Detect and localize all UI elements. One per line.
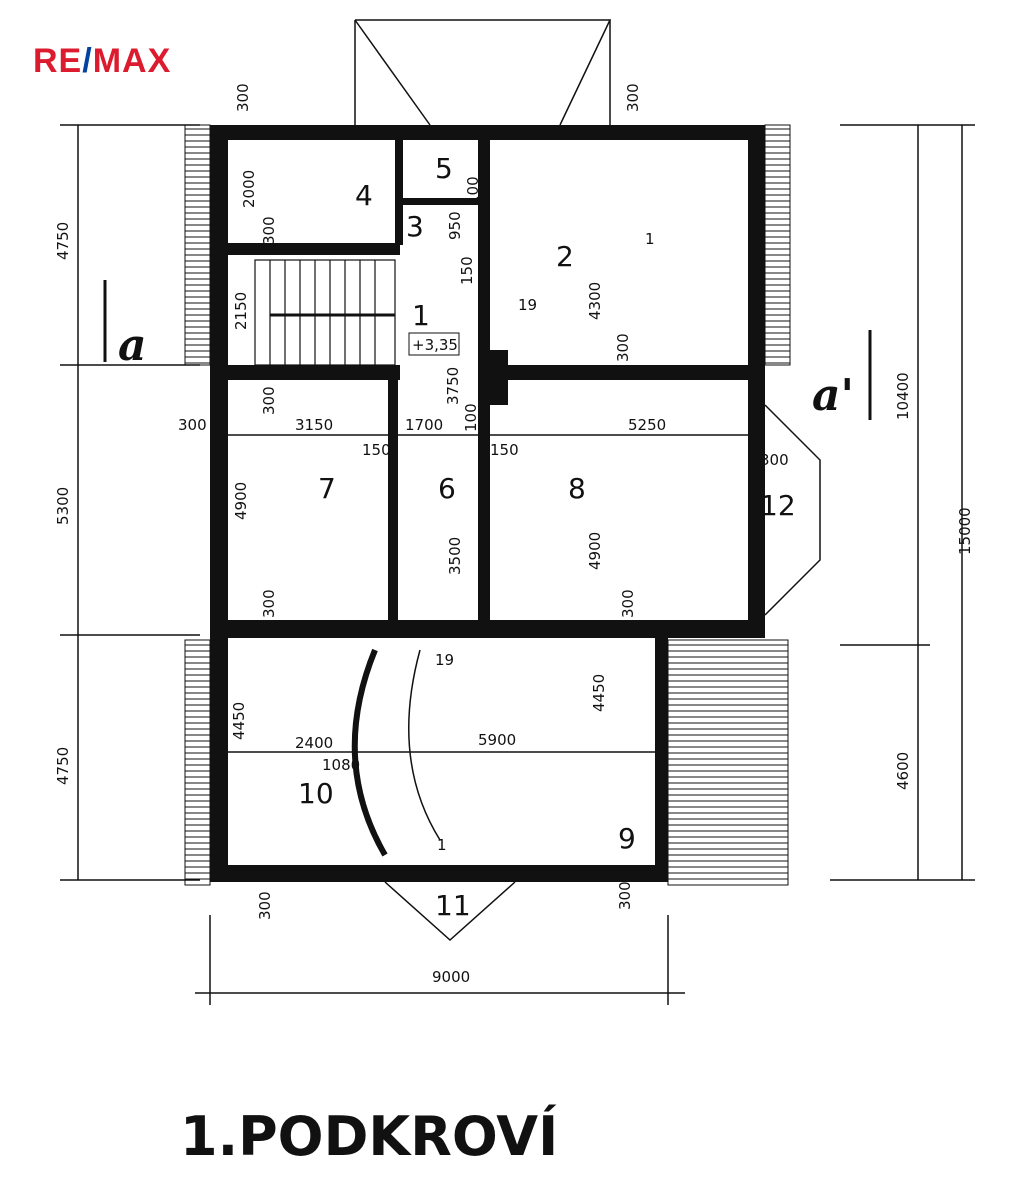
dim-label: 300: [616, 881, 634, 910]
level-label: +3,35: [412, 336, 458, 354]
dim-label: 4900: [232, 482, 250, 520]
dim-label: 300: [260, 589, 278, 618]
dim-label: 5250: [628, 416, 666, 434]
dim-label: 300: [619, 589, 637, 618]
dim-label: 4300: [586, 282, 604, 320]
dim-label: 15000: [956, 507, 974, 555]
dim-label: 19: [518, 296, 537, 314]
dim-label: 3750: [444, 367, 462, 405]
dim-label: 300: [260, 216, 278, 245]
dim-label: 10400: [894, 372, 912, 420]
dim-label: 300: [614, 333, 632, 362]
floor-title: 1.PODKROVÍ: [180, 1105, 558, 1168]
room-1: 1: [412, 299, 430, 332]
room-2: 2: [556, 240, 574, 273]
dim-label: 5300: [54, 487, 72, 525]
section-mark-left: a: [118, 320, 147, 371]
dim-label: 19: [435, 651, 454, 669]
walls: [210, 125, 765, 882]
dimension-lines: [60, 19, 975, 1005]
dim-label: 100: [462, 403, 480, 432]
dim-label: 4450: [590, 674, 608, 712]
dim-label: 2000: [240, 170, 258, 208]
remax-logo: RE/MAX: [33, 42, 171, 81]
dim-label: 300: [624, 83, 642, 112]
room-8: 8: [568, 472, 586, 505]
dim-label: 1080: [322, 756, 360, 774]
room-10: 10: [298, 777, 334, 810]
dim-label: 9000: [432, 968, 470, 986]
dim-label: 1: [645, 230, 655, 248]
dim-label: 3150: [295, 416, 333, 434]
room-4: 4: [355, 179, 373, 212]
dim-label: 2150: [232, 292, 250, 330]
dimension-labels: 300 300 4750 5300 4750 10400 15000 4600 …: [54, 83, 974, 986]
dim-label: 2400: [295, 734, 333, 752]
dim-label: 4750: [54, 222, 72, 260]
room-3: 3: [406, 210, 424, 243]
room-9: 9: [618, 822, 636, 855]
section-marks: a a': [103, 280, 872, 421]
dim-label: 100: [464, 176, 482, 205]
room-7: 7: [318, 472, 336, 505]
dim-label: 4600: [894, 752, 912, 790]
dim-label: 4900: [586, 532, 604, 570]
dim-label: 300: [256, 891, 274, 920]
dim-label: 300: [178, 416, 207, 434]
dim-label: 1700: [405, 416, 443, 434]
dim-label: 150: [458, 256, 476, 285]
dim-label: 300: [260, 386, 278, 415]
dim-label: 150: [490, 441, 519, 459]
dim-label: 4450: [230, 702, 248, 740]
stairs: [254, 259, 396, 366]
dim-label: 300: [234, 83, 252, 112]
dim-label: 3500: [446, 537, 464, 575]
dim-label: 5900: [478, 731, 516, 749]
room-12: 12: [760, 489, 796, 522]
dim-label: 300: [760, 451, 789, 469]
section-mark-right: a': [812, 370, 854, 421]
dim-label: 150: [362, 441, 391, 459]
room-6: 6: [438, 472, 456, 505]
room-5: 5: [435, 152, 453, 185]
dim-label: 950: [446, 211, 464, 240]
dim-label: 1: [437, 836, 447, 854]
room-11: 11: [435, 889, 471, 922]
level-box: [408, 332, 460, 356]
hatched-balconies: [184, 124, 791, 886]
room-numbers: 1 2 3 4 5 6 7 8 9 10 11 12: [298, 152, 796, 922]
dim-label: 4750: [54, 747, 72, 785]
logo-text-max: MAX: [92, 42, 172, 80]
logo-text-re: RE: [33, 42, 83, 80]
logo-slash: /: [82, 42, 93, 80]
